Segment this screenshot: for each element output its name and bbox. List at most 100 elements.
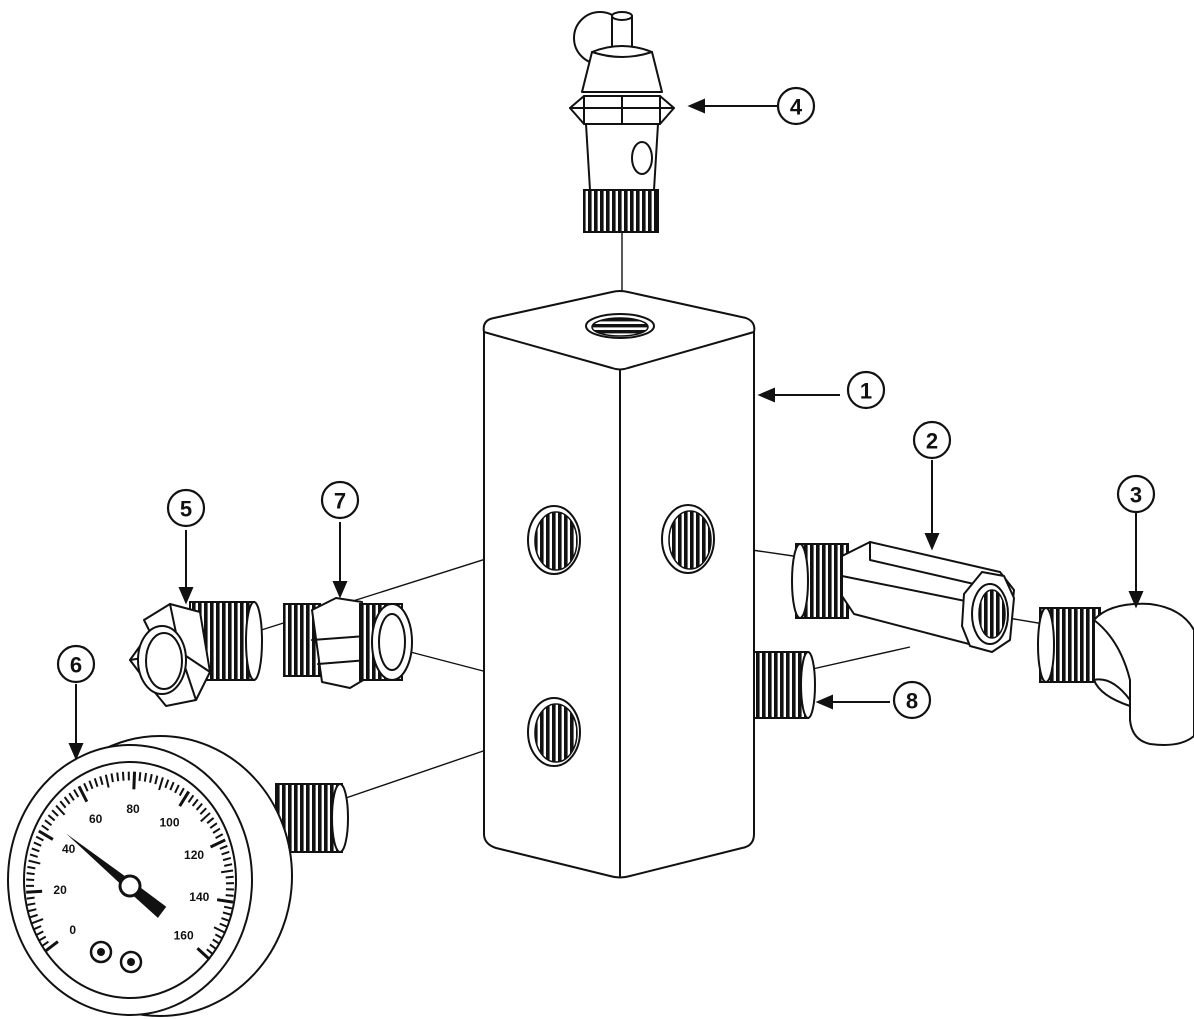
gauge-tick bbox=[26, 896, 35, 900]
gauge-tick bbox=[187, 794, 195, 803]
gauge-tick bbox=[178, 787, 185, 797]
gauge-tick bbox=[35, 835, 44, 842]
gauge-tick bbox=[222, 856, 232, 862]
callout-6: 6 bbox=[56, 644, 96, 684]
hex-nipple bbox=[283, 597, 413, 689]
svg-text:4: 4 bbox=[790, 95, 803, 120]
gauge-tick bbox=[28, 908, 37, 913]
gauge-tick bbox=[38, 829, 54, 841]
gauge-tick bbox=[225, 894, 234, 897]
gauge-tick bbox=[73, 789, 80, 798]
gauge-tick bbox=[27, 902, 36, 906]
manifold-block bbox=[482, 290, 756, 879]
gauge-tick bbox=[164, 779, 170, 789]
gauge-tick bbox=[206, 948, 214, 956]
svg-text:3: 3 bbox=[1130, 483, 1142, 508]
gauge-tick bbox=[26, 889, 43, 894]
gauge-tick bbox=[99, 776, 104, 786]
gauge-tick bbox=[33, 925, 42, 931]
callout-8: 8 bbox=[892, 680, 932, 720]
gauge-tick bbox=[209, 838, 226, 849]
elbow-fitting bbox=[1037, 602, 1194, 746]
svg-text:2: 2 bbox=[926, 429, 938, 454]
gauge-label: 80 bbox=[126, 802, 140, 816]
gauge-tick bbox=[206, 817, 215, 824]
gauge-tick bbox=[174, 784, 180, 794]
gauge-tick bbox=[195, 802, 203, 811]
gauge-tick bbox=[29, 913, 38, 919]
gauge-tick bbox=[41, 940, 49, 948]
gauge-tick bbox=[149, 773, 153, 783]
gauge-tick bbox=[104, 774, 110, 788]
pressure-gauge: 0 20 40 60 80 100 120 140 160 bbox=[7, 735, 349, 1017]
gauge-hub bbox=[118, 874, 142, 898]
rear-plug bbox=[753, 651, 816, 719]
gauge-tick bbox=[121, 771, 125, 781]
gauge-tick bbox=[27, 865, 36, 870]
gauge-tick bbox=[219, 844, 228, 850]
gauge-tick bbox=[63, 796, 71, 805]
hex-plug bbox=[129, 601, 263, 707]
gauge-needle bbox=[65, 833, 167, 918]
gauge-tick bbox=[110, 773, 114, 783]
gauge-tick bbox=[33, 841, 42, 847]
gauge-tick bbox=[221, 917, 230, 922]
gauge-tick bbox=[224, 863, 233, 867]
gauge-tick bbox=[200, 812, 211, 823]
svg-text:7: 7 bbox=[334, 489, 346, 514]
callout-7: 7 bbox=[320, 480, 360, 520]
gauge-tick bbox=[223, 905, 233, 910]
callout-3: 3 bbox=[1116, 474, 1156, 514]
gauge-tick bbox=[93, 778, 99, 787]
relief-valve bbox=[569, 11, 675, 233]
gauge-tick bbox=[178, 790, 190, 807]
gauge-tick bbox=[41, 824, 50, 831]
gauge-tick bbox=[209, 822, 218, 829]
gauge-tick bbox=[216, 898, 234, 904]
gauge-tick bbox=[28, 859, 41, 865]
gauge-label: 0 bbox=[69, 923, 76, 937]
gauge-label: 60 bbox=[89, 812, 103, 826]
gauge-tick bbox=[154, 775, 159, 785]
gauge-tick bbox=[51, 809, 59, 817]
gauge-tick bbox=[83, 782, 89, 792]
callout-1: 1 bbox=[846, 370, 886, 410]
callout-arrows bbox=[68, 98, 1144, 761]
gauge-tick bbox=[59, 800, 67, 809]
gauge-tick bbox=[199, 807, 207, 815]
gauge-tick bbox=[215, 833, 224, 840]
gauge-scale-labels: 0 20 40 60 80 100 120 140 160 bbox=[53, 802, 209, 942]
gauge-tick bbox=[158, 777, 164, 791]
gauge-tick bbox=[26, 872, 35, 876]
gauge-tick-marks bbox=[25, 771, 234, 961]
gauge-tick bbox=[44, 819, 53, 827]
gauge-tick bbox=[35, 930, 44, 937]
gauge-tick bbox=[220, 869, 234, 874]
gauge-tick bbox=[214, 933, 223, 940]
gauge-label: 120 bbox=[184, 848, 204, 862]
gauge-tick bbox=[225, 875, 234, 879]
gauge-label: 100 bbox=[160, 815, 180, 829]
gauge-tick bbox=[143, 772, 148, 782]
gauge-tick bbox=[77, 785, 89, 803]
gauge-tick bbox=[31, 918, 44, 925]
gauge-tick bbox=[55, 804, 66, 816]
gauge-tick bbox=[116, 772, 120, 782]
callout-2: 2 bbox=[912, 420, 952, 460]
gauge-tick bbox=[212, 827, 221, 834]
gauge-tick bbox=[47, 814, 56, 822]
svg-text:6: 6 bbox=[70, 653, 82, 678]
gauge-tick bbox=[191, 798, 199, 807]
gauge-tick bbox=[38, 935, 47, 942]
gauge-tick bbox=[222, 911, 231, 916]
gauge-tick bbox=[29, 853, 39, 858]
svg-text:1: 1 bbox=[860, 379, 872, 404]
gauge-label: 160 bbox=[174, 928, 194, 942]
gauge-tick bbox=[169, 781, 175, 791]
gauge-tick bbox=[88, 780, 94, 790]
callout-5: 5 bbox=[166, 488, 206, 528]
gauge-tick bbox=[68, 792, 75, 801]
gauge-label: 20 bbox=[53, 883, 67, 897]
